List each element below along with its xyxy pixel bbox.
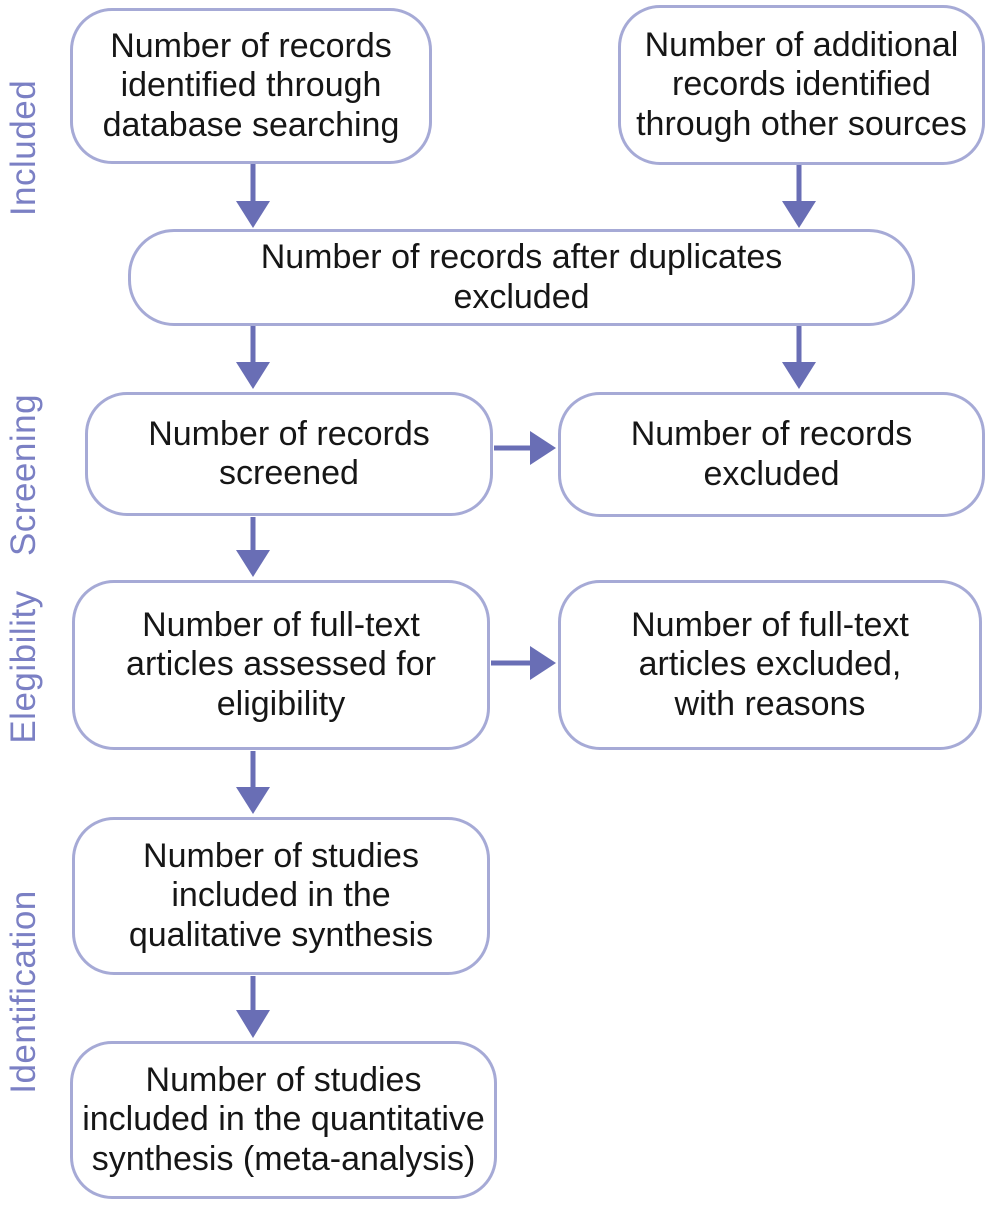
box-label: Number of additional records identified … [636, 25, 967, 143]
box-label: Number of records excluded [630, 415, 913, 493]
arrow-fulltext-to-fulltext-excluded [491, 646, 556, 680]
box-qualitative-synthesis: Number of studies included in the qualit… [72, 817, 490, 975]
stage-label-included: Included [4, 79, 43, 217]
arrow-database-to-duplicates [236, 162, 270, 228]
arrow-fulltext-to-qualitative [236, 751, 270, 814]
arrow-duplicates-to-screened [236, 326, 270, 389]
box-records-database-searching: Number of records identified through dat… [70, 8, 432, 164]
box-label: Number of records after duplicates exclu… [260, 238, 783, 316]
box-quantitative-synthesis: Number of studies included in the quanti… [70, 1041, 497, 1199]
arrow-screened-to-excluded [494, 431, 556, 465]
box-records-excluded: Number of records excluded [558, 392, 985, 517]
box-label: Number of full-text articles excluded, w… [631, 605, 909, 723]
box-fulltext-excluded: Number of full-text articles excluded, w… [558, 580, 982, 750]
stage-label-identification: Identification [4, 890, 43, 1094]
arrow-other-sources-to-duplicates [782, 163, 816, 228]
box-label: Number of full-text articles assessed fo… [126, 605, 436, 723]
stage-label-elegibility: Elegibility [4, 590, 43, 744]
box-records-after-duplicates: Number of records after duplicates exclu… [128, 229, 915, 326]
box-label: Number of records screened [148, 414, 430, 492]
arrow-duplicates-to-excluded [782, 326, 816, 389]
arrow-screened-to-fulltext [236, 517, 270, 577]
arrow-qualitative-to-quantitative [236, 976, 270, 1038]
box-label: Number of studies included in the qualit… [128, 836, 434, 954]
box-additional-records-other-sources: Number of additional records identified … [618, 5, 985, 165]
box-label: Number of studies included in the quanti… [82, 1060, 485, 1178]
box-records-screened: Number of records screened [85, 392, 493, 516]
box-label: Number of records identified through dat… [102, 26, 400, 144]
stage-label-screening: Screening [4, 393, 43, 557]
box-fulltext-assessed: Number of full-text articles assessed fo… [72, 580, 490, 750]
